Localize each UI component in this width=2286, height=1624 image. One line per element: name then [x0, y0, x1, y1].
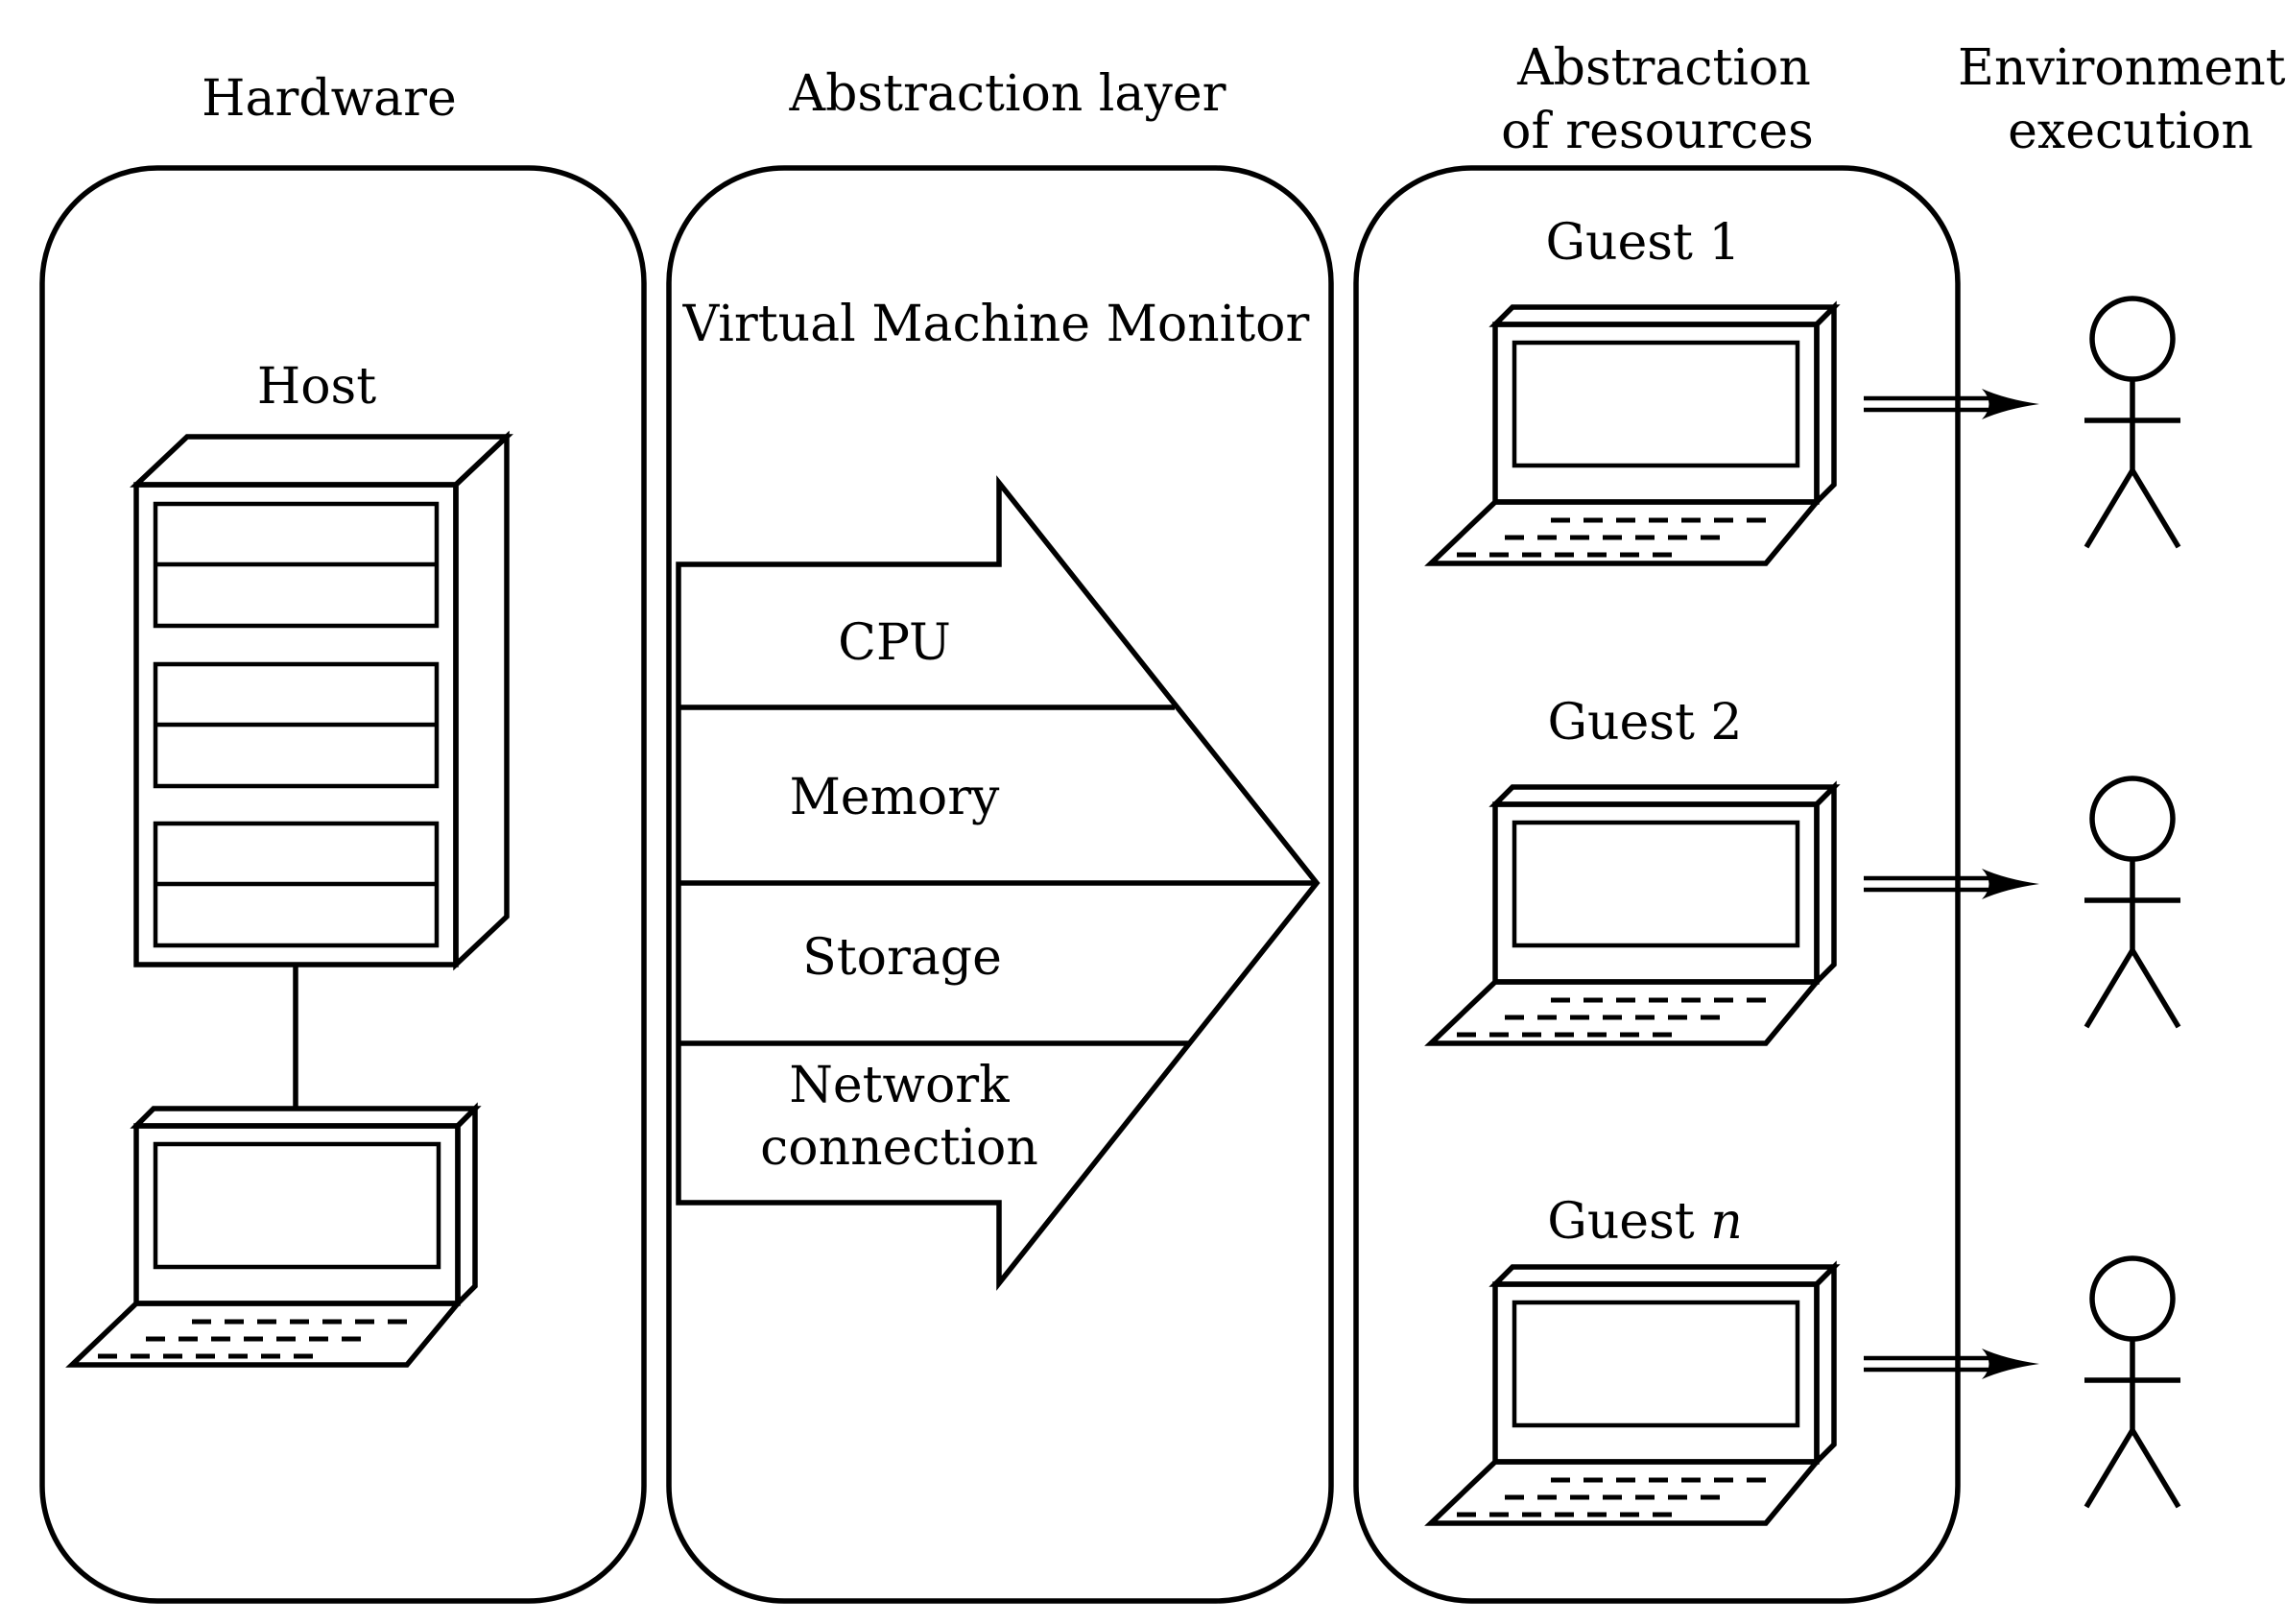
guest-1-laptop-icon — [1424, 300, 1841, 566]
guest-1-label: Guest 1 — [1546, 214, 1741, 272]
resource-storage-label: Storage — [802, 929, 1002, 987]
vmm-title: Virtual Machine Monitor — [682, 296, 1310, 353]
column-header-abstraction-layer: Abstraction layer — [789, 65, 1226, 123]
host-laptop-icon — [65, 1102, 482, 1368]
guest-2-double-arrow-icon — [1864, 869, 2039, 899]
column-header-environments-line1: Environments — [1958, 39, 2286, 97]
resource-arrow — [676, 475, 1321, 1291]
abstraction-layer-panel — [666, 165, 1334, 1604]
column-header-abstraction-resources-line2: of resources — [1501, 103, 1814, 160]
host-label: Host — [257, 358, 376, 416]
guest-n-label-prefix: Guest — [1547, 1193, 1710, 1251]
guest-n-label-italic: n — [1710, 1193, 1743, 1251]
resource-network-label-line2: connection — [760, 1119, 1038, 1177]
server-tower-icon — [130, 430, 513, 971]
hardware-panel — [39, 165, 647, 1604]
column-header-hardware: Hardware — [202, 70, 457, 128]
guest-n-laptop-icon — [1424, 1260, 1841, 1526]
guest-2-label: Guest 2 — [1548, 694, 1743, 752]
guest-n-label: Guest n — [1547, 1193, 1742, 1251]
user-n-stick-figure-icon — [2084, 1255, 2181, 1509]
guest-2-laptop-icon — [1424, 780, 1841, 1046]
column-header-abstraction-resources-line1: Abstraction — [1516, 39, 1811, 97]
resource-network-label-line1: Network — [789, 1057, 1010, 1114]
resource-memory-label: Memory — [790, 769, 1000, 826]
resource-cpu-label: CPU — [838, 614, 951, 672]
user-1-stick-figure-icon — [2084, 296, 2181, 549]
user-2-stick-figure-icon — [2084, 776, 2181, 1029]
abstraction-resources-panel — [1353, 165, 1961, 1604]
column-header-environments-line2: execution — [2008, 103, 2253, 160]
guest-1-double-arrow-icon — [1864, 389, 2039, 419]
guest-n-double-arrow-icon — [1864, 1349, 2039, 1379]
